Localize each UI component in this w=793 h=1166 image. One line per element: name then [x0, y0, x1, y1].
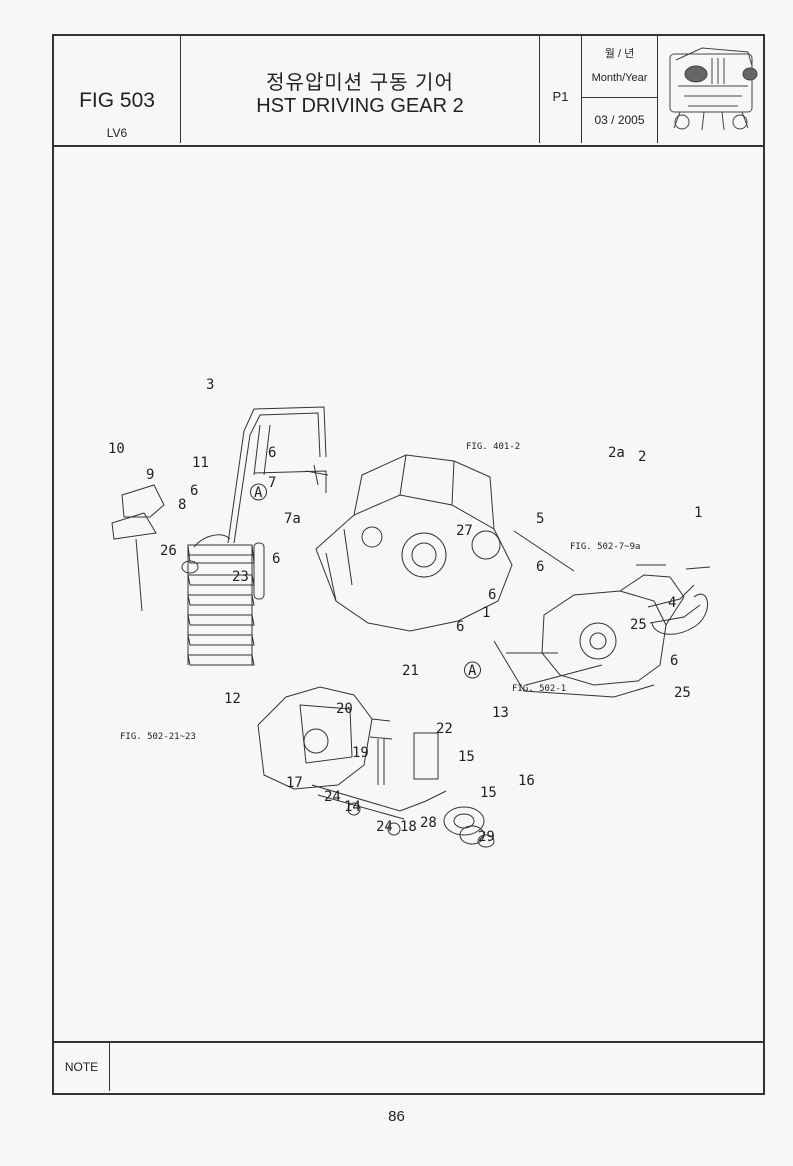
callout-layer: 1122a345666666677a8910111213141515161718…	[108, 377, 702, 845]
callout-6: 6	[536, 559, 544, 575]
date-label-box: 월 / 년 Month/Year	[582, 36, 657, 98]
title-cell: 정유압미션 구동 기어 HST DRIVING GEAR 2	[181, 36, 540, 143]
callout-15: 15	[480, 785, 497, 801]
callout-1: 1	[694, 505, 702, 521]
date-label-english: Month/Year	[591, 72, 648, 84]
callout-18: 18	[400, 819, 417, 835]
pulley-part	[443, 806, 485, 836]
callout-8: 8	[178, 497, 186, 513]
date-value: 03 / 2005	[594, 113, 645, 127]
oil-cooler-part	[187, 544, 255, 666]
callout-16: 16	[518, 773, 535, 789]
page-number: 86	[388, 1108, 405, 1125]
callout-A: A	[468, 663, 477, 679]
callout-6: 6	[456, 619, 464, 635]
title-block: FIG 503 LV6 정유압미션 구동 기어 HST DRIVING GEAR…	[54, 36, 763, 147]
callout-17: 17	[286, 775, 303, 791]
callout-9: 9	[146, 467, 154, 483]
callout-3: 3	[206, 377, 214, 393]
callout-6: 6	[272, 551, 280, 567]
callout-11: 11	[192, 455, 209, 471]
hose-3-part	[253, 470, 327, 493]
figure-cell: FIG 503 LV6	[54, 36, 181, 143]
stud-part	[377, 739, 385, 785]
callout-7a: 7a	[284, 511, 301, 527]
callout-20: 20	[336, 701, 353, 717]
callout-10: 10	[108, 441, 125, 457]
callout-26: 26	[160, 543, 177, 559]
callout-14: 14	[344, 799, 361, 815]
callout-23: 23	[232, 569, 249, 585]
callout-6: 6	[268, 445, 276, 461]
transmission-case-part	[315, 454, 513, 632]
date-cell: 월 / 년 Month/Year 03 / 2005	[582, 36, 658, 143]
figure-number: FIG 503	[79, 89, 155, 112]
washer-part	[181, 560, 199, 574]
tractor-thumbnail-icon	[669, 47, 758, 131]
callout-5: 5	[536, 511, 544, 527]
machine-thumbnail	[658, 36, 765, 143]
title-korean: 정유압미션 구동 기어	[266, 72, 454, 94]
drive-shaft-part	[311, 784, 447, 812]
callout-28: 28	[420, 815, 437, 831]
callout-13: 13	[492, 705, 509, 721]
lower-housing-part	[257, 686, 393, 790]
page-code: P1	[552, 89, 569, 104]
callout-12: 12	[224, 691, 241, 707]
hydraulic-pump-part	[541, 574, 708, 686]
callout-25: 25	[674, 685, 691, 701]
callout-21: 21	[402, 663, 419, 679]
note-label: NOTE	[54, 1043, 110, 1091]
callout-circle	[464, 661, 481, 679]
callout-4: 4	[668, 595, 676, 611]
figure-reference: FIG. 401-2	[466, 442, 520, 452]
note-row: NOTE	[54, 1041, 763, 1093]
mount-plate-part	[111, 512, 157, 612]
page-code-cell: P1	[540, 36, 582, 143]
exploded-parts-diagram: 1122a345666666677a8910111213141515161718…	[108, 377, 711, 848]
callout-1: 1	[482, 605, 490, 621]
dust-boot-part	[413, 732, 439, 780]
callout-19: 19	[352, 745, 369, 761]
callout-24: 24	[376, 819, 393, 835]
callout-7: 7	[268, 475, 276, 491]
callout-24: 24	[324, 789, 341, 805]
callout-2: 2	[638, 449, 646, 465]
callout-circle	[250, 483, 267, 501]
callout-22: 22	[436, 721, 453, 737]
callout-25: 25	[630, 617, 647, 633]
figure-reference: FIG. 502-21~23	[120, 732, 196, 742]
figure-reference: FIG. 502-7~9a	[570, 542, 640, 552]
callout-6: 6	[670, 653, 678, 669]
callout-6: 6	[488, 587, 496, 603]
callout-A: A	[254, 485, 263, 501]
bracket-part	[121, 484, 165, 518]
callout-6: 6	[190, 483, 198, 499]
page-frame: FIG 503 LV6 정유압미션 구동 기어 HST DRIVING GEAR…	[52, 34, 765, 1095]
leader-lines	[513, 530, 575, 572]
callout-27: 27	[456, 523, 473, 539]
date-label-korean: 월 / 년	[604, 48, 635, 60]
callout-2a: 2a	[608, 445, 625, 461]
callout-29: 29	[478, 829, 495, 845]
title-english: HST DRIVING GEAR 2	[256, 95, 464, 117]
figure-reference: FIG. 502-1	[512, 684, 566, 694]
model-code: LV6	[106, 126, 128, 140]
callout-15: 15	[458, 749, 475, 765]
